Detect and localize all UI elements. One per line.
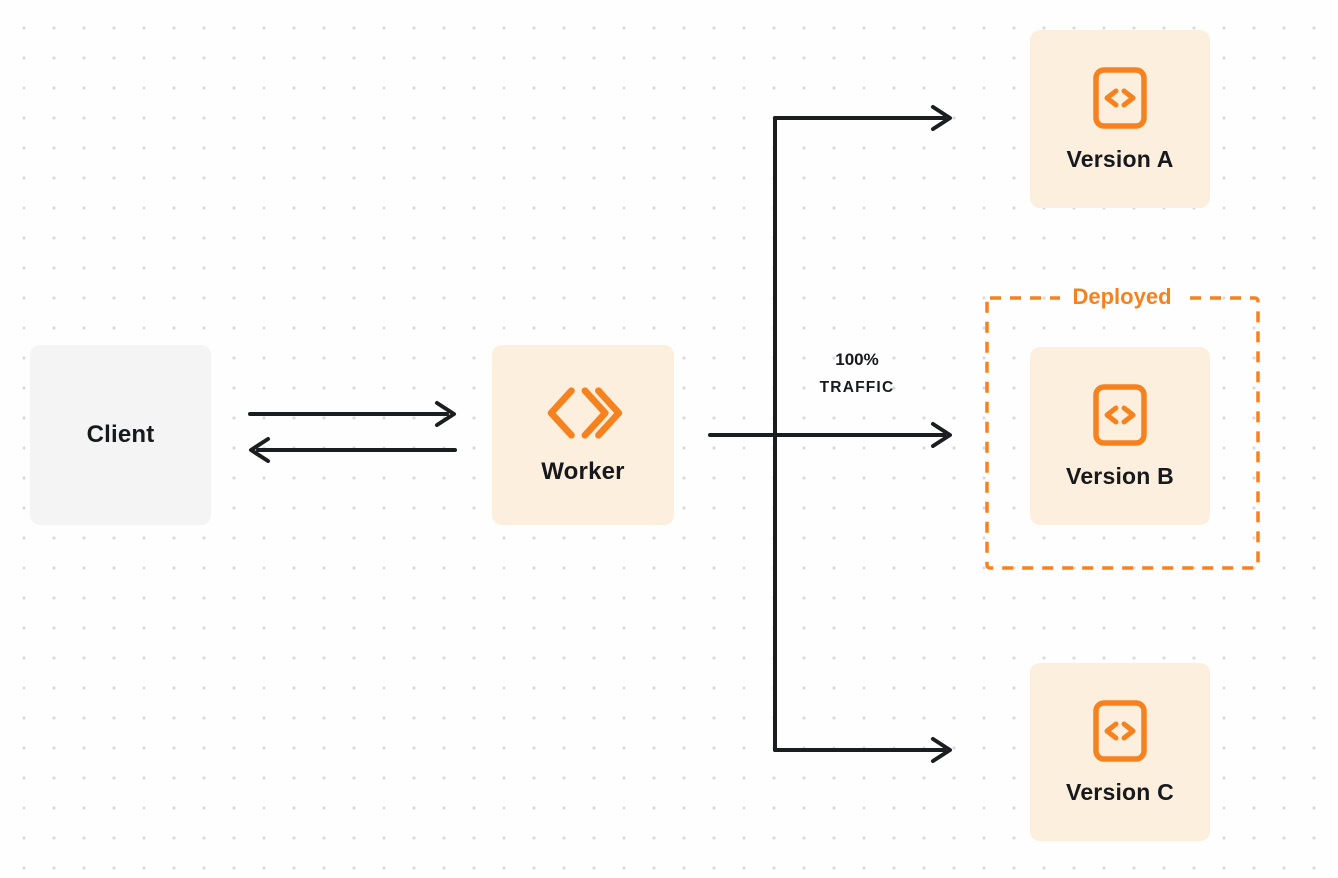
version-c-label: Version C xyxy=(1066,778,1174,805)
traffic-percent: 100% xyxy=(835,350,879,369)
arrow-client-to-worker xyxy=(248,401,456,427)
client-label: Client xyxy=(86,421,155,448)
client-node: Client xyxy=(30,345,211,525)
arrow-worker-to-version-b xyxy=(708,422,952,448)
code-icon xyxy=(1092,383,1148,447)
code-icon xyxy=(1092,699,1148,763)
arrow-branch-to-version-c xyxy=(773,737,952,763)
arrow-branch-to-version-a xyxy=(773,105,952,131)
worker-logo-icon xyxy=(542,384,624,442)
traffic-label: 100% TRAFFIC xyxy=(787,350,927,397)
version-a-node: Version A xyxy=(1030,30,1210,208)
version-c-node: Version C xyxy=(1030,663,1210,841)
arrow-worker-to-client xyxy=(249,437,457,463)
version-b-label: Version B xyxy=(1066,462,1174,489)
version-b-node: Version B xyxy=(1030,347,1210,525)
worker-label: Worker xyxy=(541,458,625,485)
traffic-word: TRAFFIC xyxy=(819,379,895,396)
version-a-label: Version A xyxy=(1066,145,1174,172)
code-icon xyxy=(1092,66,1148,130)
worker-node: Worker xyxy=(492,345,674,525)
deployed-label: Deployed xyxy=(985,283,1259,311)
